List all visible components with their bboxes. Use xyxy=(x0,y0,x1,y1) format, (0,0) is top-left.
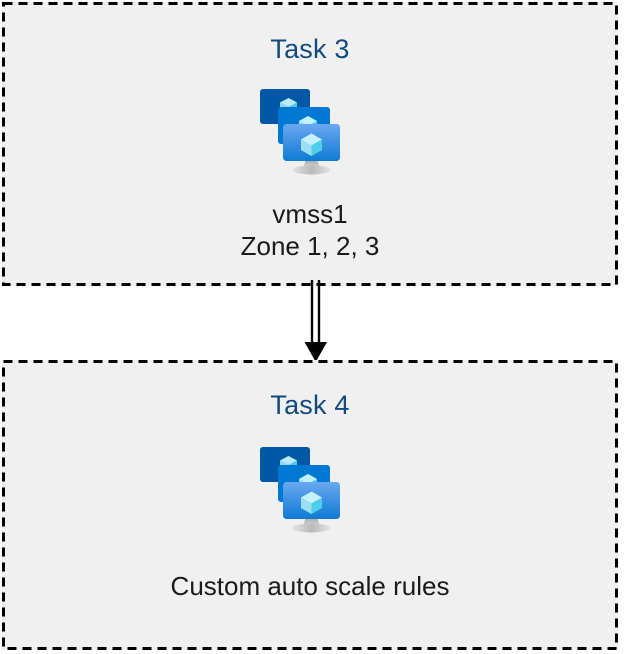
task-caption-task3: vmss1 Zone 1, 2, 3 xyxy=(241,199,380,263)
task-title-task4: Task 4 xyxy=(270,390,350,420)
task-box-task3[interactable]: Task 3 xyxy=(2,2,618,286)
task-caption-task4: Custom auto scale rules xyxy=(171,571,450,603)
caption-line: vmss1 xyxy=(272,199,348,229)
task-title-task3: Task 3 xyxy=(270,34,350,64)
connector-arrow-task3-to-task4 xyxy=(304,280,327,362)
task-box-task4[interactable]: Task 4 xyxy=(2,360,618,650)
caption-line: Zone 1, 2, 3 xyxy=(240,230,380,261)
vm-scale-set-icon xyxy=(260,89,340,175)
caption-line: Custom auto scale rules xyxy=(170,571,450,601)
vm-scale-set-icon xyxy=(260,447,340,533)
